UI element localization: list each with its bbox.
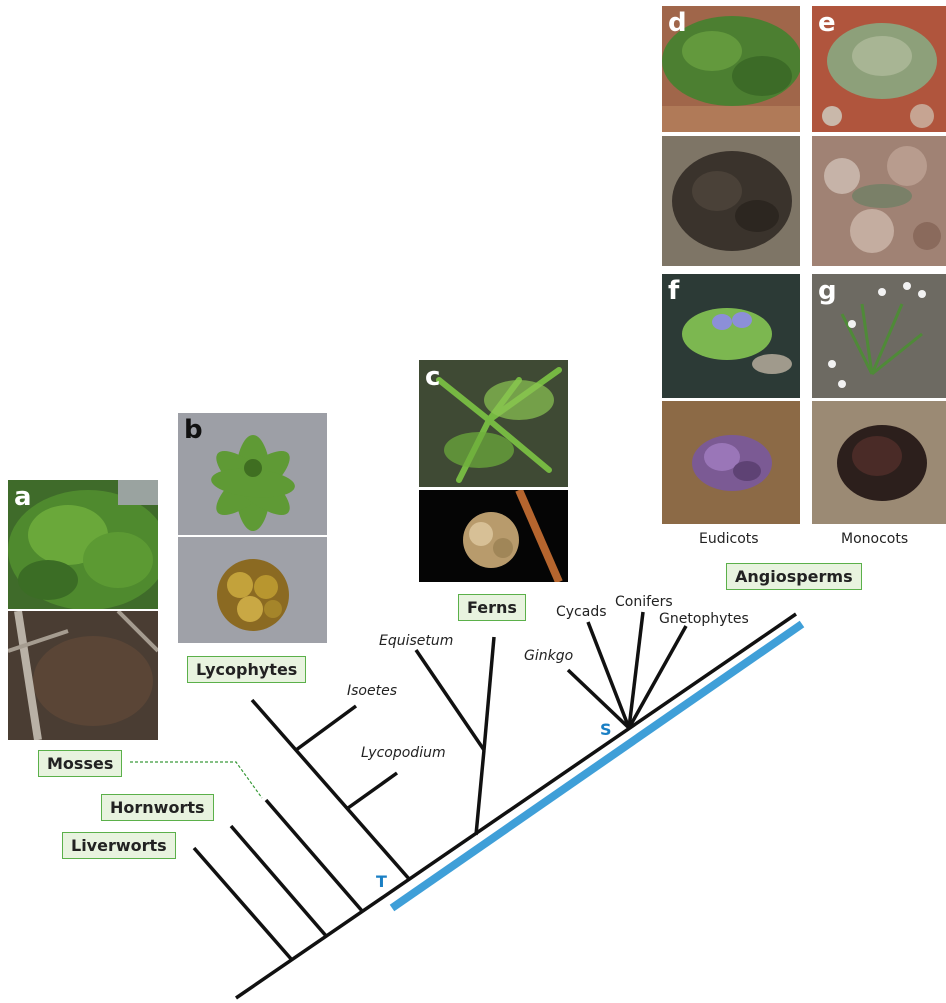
marker-s: S	[600, 720, 612, 739]
panel-letter-e: e	[818, 8, 836, 38]
photo-moss-hydrated: a	[8, 480, 158, 609]
photo-fern-hydrated: c	[419, 360, 568, 487]
panel-letter-c: c	[425, 362, 440, 392]
label-isoetes: Isoetes	[347, 683, 397, 699]
label-ferns: Ferns	[458, 594, 526, 621]
branch-lycophytes-stem	[252, 700, 410, 880]
mosses-connector	[130, 762, 262, 798]
branch-liverworts	[194, 848, 292, 960]
label-liverworts: Liverworts	[62, 832, 176, 859]
desiccation-tolerance-bar	[392, 624, 802, 908]
photo-eudicot2-dry	[662, 401, 800, 524]
branch-cycads	[588, 622, 629, 728]
photo-fern-dry	[419, 490, 568, 582]
label-ginkgo: Ginkgo	[524, 648, 573, 664]
branch-isoetes	[296, 706, 356, 750]
label-mosses: Mosses	[38, 750, 122, 777]
panel-letter-b: b	[184, 415, 203, 445]
branch-conifers	[629, 612, 643, 728]
label-equisetum: Equisetum	[379, 633, 453, 649]
panel-letter-g: g	[818, 276, 837, 306]
photo-monocot-hydrated: e	[812, 6, 946, 132]
branch-ferns	[484, 637, 494, 750]
label-cycads: Cycads	[556, 604, 607, 620]
label-eudicots: Eudicots	[699, 531, 759, 547]
label-lycopodium: Lycopodium	[361, 745, 446, 761]
photo-eudicot-dry	[662, 136, 800, 266]
label-gnetophytes: Gnetophytes	[659, 611, 749, 627]
branch-lycopodium	[348, 773, 397, 808]
label-monocots: Monocots	[841, 531, 908, 547]
photo-eudicot2-hydrated: f	[662, 274, 800, 398]
branch-ginkgo	[568, 670, 629, 728]
photo-monocot-dry	[812, 136, 946, 266]
label-hornworts: Hornworts	[101, 794, 214, 821]
branch-ferns-stem	[476, 750, 484, 835]
branch-mosses	[266, 800, 363, 912]
panel-letter-d: d	[668, 8, 687, 38]
branch-hornworts	[231, 826, 327, 937]
photo-eudicot-hydrated: d	[662, 6, 800, 132]
photo-lycophyte-hydrated: b	[178, 413, 327, 535]
photo-monocot2-hydrated: g	[812, 274, 946, 398]
photo-monocot2-dry	[812, 401, 946, 524]
tree-trunk	[236, 614, 796, 998]
photo-lycophyte-dry	[178, 537, 327, 643]
label-angiosperms: Angiosperms	[726, 563, 862, 590]
label-lycophytes: Lycophytes	[187, 656, 306, 683]
branch-equisetum	[416, 650, 484, 750]
label-conifers: Conifers	[615, 594, 673, 610]
panel-letter-a: a	[14, 482, 32, 512]
marker-t: T	[376, 872, 387, 891]
panel-letter-f: f	[668, 276, 679, 306]
photo-moss-dry	[8, 611, 158, 740]
